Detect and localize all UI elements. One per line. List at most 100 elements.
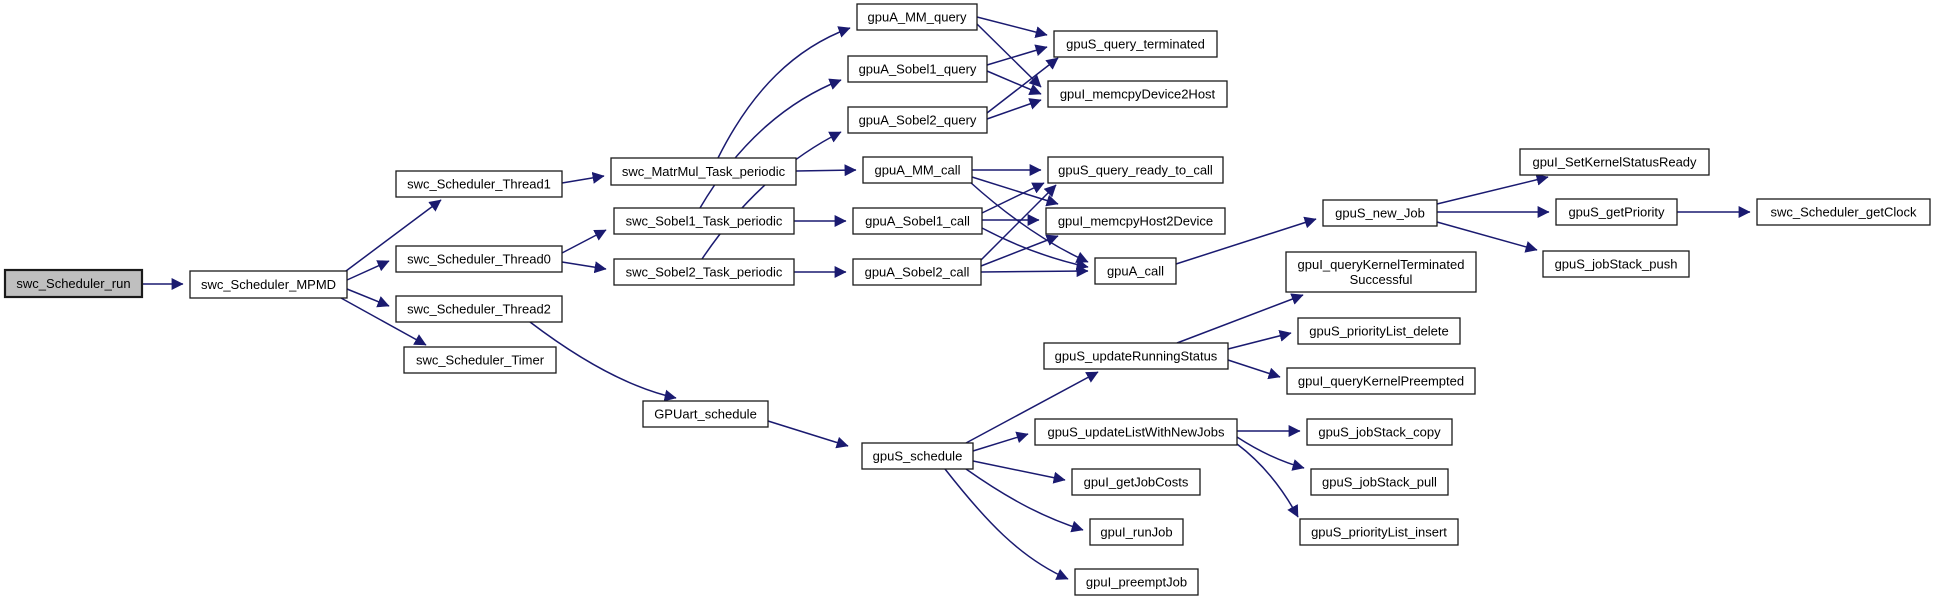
node-box[interactable] [403, 346, 557, 374]
node-box[interactable] [847, 106, 988, 134]
edge-mm_call-memcpy_h2d [971, 176, 1059, 207]
edge-new_job-jobstack_push [1436, 221, 1538, 253]
node-box[interactable] [1047, 156, 1224, 184]
node-get_priority[interactable]: gpuS_getPriority [1555, 198, 1678, 226]
edge-new_job-set_kernel_ready [1436, 173, 1549, 205]
node-box[interactable] [1286, 367, 1476, 395]
node-preempt_job[interactable]: gpuI_preemptJob [1074, 568, 1199, 596]
edge-sobel1_query-memcpy_d2h [986, 70, 1042, 96]
node-jobstack_copy[interactable]: gpuS_jobStack_copy [1306, 418, 1453, 446]
node-sobel1_query[interactable]: gpuA_Sobel1_query [847, 55, 988, 83]
node-box[interactable] [1094, 257, 1177, 285]
node-update_running[interactable]: gpuS_updateRunningStatus [1043, 342, 1229, 370]
node-box[interactable] [852, 207, 983, 235]
node-box[interactable] [1297, 317, 1461, 345]
node-prioritylist_delete[interactable]: gpuS_priorityList_delete [1297, 317, 1461, 345]
node-thread2[interactable]: swc_Scheduler_Thread2 [395, 295, 563, 323]
node-label: gpuI_memcpyDevice2Host [1060, 87, 1216, 102]
node-sobel2_query[interactable]: gpuA_Sobel2_query [847, 106, 988, 134]
node-label: gpuS_jobStack_copy [1318, 425, 1441, 440]
node-thread0[interactable]: swc_Scheduler_Thread0 [395, 245, 563, 273]
edge-sobel2_call-gpua_call [980, 265, 1089, 278]
edge-update_list-prioritylist_insert [1236, 443, 1299, 518]
node-box[interactable] [861, 442, 974, 470]
node-mm_call[interactable]: gpuA_MM_call [862, 156, 973, 184]
node-label: gpuI_queryKernelPreempted [1298, 374, 1464, 389]
node-schedule[interactable]: gpuS_schedule [861, 442, 974, 470]
node-label: gpuS_schedule [873, 449, 963, 464]
edge-thread1-matrmul_task [561, 171, 605, 184]
node-box[interactable] [395, 295, 563, 323]
node-box[interactable] [1045, 207, 1226, 235]
node-box[interactable] [1074, 568, 1199, 596]
node-box[interactable] [856, 3, 978, 31]
node-label: gpuS_getPriority [1568, 205, 1665, 220]
node-box[interactable] [610, 157, 797, 186]
node-mm_query[interactable]: gpuA_MM_query [856, 3, 978, 31]
node-memcpy_d2h[interactable]: gpuI_memcpyDevice2Host [1047, 80, 1228, 108]
node-box[interactable] [852, 258, 982, 286]
node-gpuart_schedule[interactable]: GPUart_schedule [642, 400, 769, 428]
edge-update_list-jobstack_pull [1236, 436, 1305, 471]
edge-schedule-preempt_job [944, 468, 1069, 580]
node-label: gpuS_updateRunningStatus [1055, 349, 1218, 364]
node-box[interactable] [642, 400, 769, 428]
node-box[interactable] [1047, 80, 1228, 108]
node-box[interactable] [189, 270, 348, 299]
node-query_ready[interactable]: gpuS_query_ready_to_call [1047, 156, 1224, 184]
node-label: swc_Sobel2_Task_periodic [626, 265, 783, 280]
node-box[interactable] [613, 207, 795, 235]
node-get_clock[interactable]: swc_Scheduler_getClock [1756, 198, 1931, 226]
node-jobstack_push[interactable]: gpuS_jobStack_push [1542, 250, 1690, 278]
node-set_kernel_ready[interactable]: gpuI_SetKernelStatusReady [1519, 148, 1710, 176]
node-run_job[interactable]: gpuI_runJob [1089, 518, 1184, 546]
node-box[interactable] [1034, 418, 1238, 446]
node-box[interactable] [1299, 518, 1459, 546]
edge-schedule-run_job [965, 468, 1084, 533]
node-timer[interactable]: swc_Scheduler_Timer [403, 346, 557, 374]
node-box[interactable] [1322, 199, 1438, 227]
node-jobstack_pull[interactable]: gpuS_jobStack_pull [1310, 468, 1449, 496]
node-query_kernel_preempted[interactable]: gpuI_queryKernelPreempted [1286, 367, 1476, 395]
node-box[interactable] [862, 156, 973, 184]
node-box[interactable] [395, 170, 563, 198]
node-box[interactable] [1756, 198, 1931, 226]
node-label: gpuI_SetKernelStatusReady [1532, 155, 1697, 170]
node-sobel2_call[interactable]: gpuA_Sobel2_call [852, 258, 982, 286]
edge-sobel1_call-query_ready [981, 182, 1045, 214]
node-box[interactable] [1306, 418, 1453, 446]
node-box[interactable] [1043, 342, 1229, 370]
node-update_list[interactable]: gpuS_updateListWithNewJobs [1034, 418, 1238, 446]
node-box[interactable] [847, 55, 988, 83]
node-matrmul_task[interactable]: swc_MatrMul_Task_periodic [610, 157, 797, 186]
node-box[interactable] [1519, 148, 1710, 176]
node-prioritylist_insert[interactable]: gpuS_priorityList_insert [1299, 518, 1459, 546]
node-label: gpuS_priorityList_insert [1311, 525, 1447, 540]
node-new_job[interactable]: gpuS_new_Job [1322, 199, 1438, 227]
node-box[interactable] [395, 245, 563, 273]
edge-matrmul_task-mm_call [795, 164, 857, 177]
node-get_job_costs[interactable]: gpuI_getJobCosts [1071, 468, 1201, 496]
edge-schedule-update_running [965, 371, 1099, 444]
node-box[interactable] [1542, 250, 1690, 278]
node-query_terminated[interactable]: gpuS_query_terminated [1053, 30, 1218, 58]
node-label: gpuS_query_ready_to_call [1058, 163, 1213, 178]
node-scheduler_mpmd[interactable]: swc_Scheduler_MPMD [189, 270, 348, 299]
node-box[interactable] [1053, 30, 1218, 58]
node-sobel1_call[interactable]: gpuA_Sobel1_call [852, 207, 983, 235]
node-box[interactable] [1071, 468, 1201, 496]
node-box[interactable] [1089, 518, 1184, 546]
node-sobel2_task[interactable]: swc_Sobel2_Task_periodic [613, 258, 795, 286]
node-memcpy_h2d[interactable]: gpuI_memcpyHost2Device [1045, 207, 1226, 235]
node-box[interactable] [1310, 468, 1449, 496]
node-sobel1_task[interactable]: swc_Sobel1_Task_periodic [613, 207, 795, 235]
node-box[interactable] [1285, 251, 1477, 293]
node-box[interactable] [613, 258, 795, 286]
edge-mm_query-query_terminated [976, 16, 1048, 38]
node-label: gpuS_updateListWithNewJobs [1047, 425, 1225, 440]
node-gpua_call[interactable]: gpuA_call [1094, 257, 1177, 285]
node-box[interactable] [1555, 198, 1678, 226]
node-thread1[interactable]: swc_Scheduler_Thread1 [395, 170, 563, 198]
